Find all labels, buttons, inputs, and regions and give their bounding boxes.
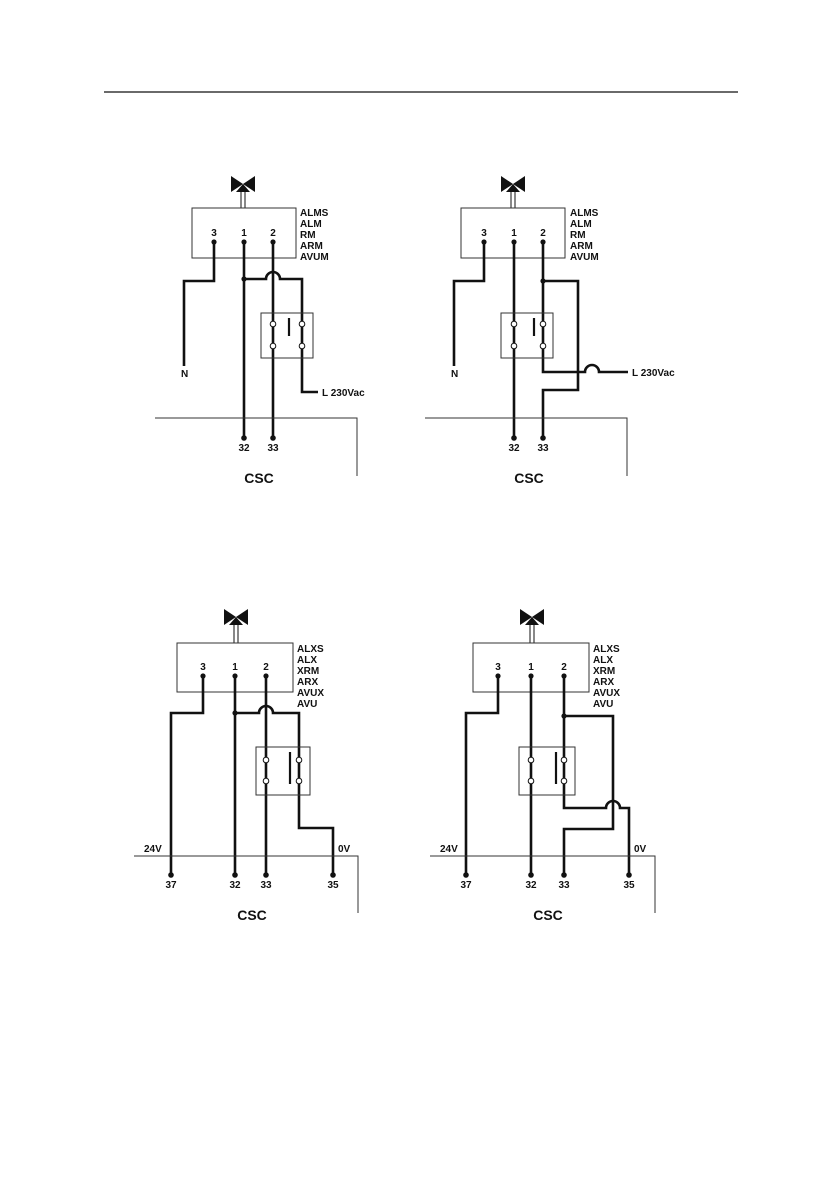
terminal-label: 3 xyxy=(200,662,206,673)
model-name: ARX xyxy=(297,677,318,688)
csc-terminal: 35 xyxy=(327,880,339,891)
terminal-label: 2 xyxy=(263,662,269,673)
diagram-3: 3 1 2 ALXS ALX XRM ARX AVUX AVU 24V 0V 3… xyxy=(134,609,358,923)
model-name: AVUX xyxy=(593,688,620,699)
relay-box xyxy=(501,313,553,358)
valve-icon xyxy=(231,176,255,208)
wire-csc-33 xyxy=(543,281,578,438)
valve-icon xyxy=(520,609,544,643)
diagram-2: 3 1 2 ALMS ALM RM ARM AVUM N L 230Vac 32… xyxy=(425,176,675,486)
model-name: AVUX xyxy=(297,688,324,699)
valve-icon xyxy=(501,176,525,208)
csc-terminal: 32 xyxy=(229,880,241,891)
csc-outline xyxy=(155,418,357,476)
wire-24v xyxy=(466,676,498,875)
csc-terminal: 35 xyxy=(623,880,635,891)
wire-jump xyxy=(244,272,318,392)
csc-terminal: 32 xyxy=(238,443,250,454)
csc-terminal: 37 xyxy=(165,880,177,891)
supply-label: 24V xyxy=(144,844,162,855)
model-name: RM xyxy=(570,230,586,241)
wire-neutral xyxy=(454,242,484,366)
csc-terminal: 32 xyxy=(508,443,520,454)
model-name: XRM xyxy=(297,666,319,677)
terminal-label: 3 xyxy=(481,228,487,239)
line-label: L 230Vac xyxy=(322,388,365,399)
csc-label: CSC xyxy=(244,470,274,486)
model-name: ARM xyxy=(570,241,593,252)
csc-label: CSC xyxy=(514,470,544,486)
model-name: ARM xyxy=(300,241,323,252)
line-label: L 230Vac xyxy=(632,368,675,379)
terminal-label: 2 xyxy=(540,228,546,239)
zero-label: 0V xyxy=(338,844,351,855)
model-name: ALX xyxy=(297,655,317,666)
zero-label: 0V xyxy=(634,844,647,855)
wire-0v xyxy=(235,706,333,875)
relay-box xyxy=(519,747,575,795)
csc-terminal: 33 xyxy=(267,443,279,454)
neutral-label: N xyxy=(181,369,188,380)
model-name: ARX xyxy=(593,677,614,688)
model-name: XRM xyxy=(593,666,615,677)
csc-terminal: 33 xyxy=(260,880,272,891)
csc-terminal: 32 xyxy=(525,880,537,891)
terminal-label: 1 xyxy=(232,662,238,673)
terminal-label: 3 xyxy=(211,228,217,239)
model-name: AVUM xyxy=(300,252,329,263)
valve-icon xyxy=(224,609,248,643)
csc-label: CSC xyxy=(237,907,267,923)
diagram-1: 3 1 2 ALMS ALM RM ARM AVUM N L 230Vac 32… xyxy=(155,176,365,486)
csc-terminal: 33 xyxy=(537,443,549,454)
relay-box xyxy=(261,313,313,358)
model-name: AVU xyxy=(297,699,317,710)
relay-box xyxy=(256,747,310,795)
diagram-4: 3 1 2 ALXS ALX XRM ARX AVUX AVU 24V 0V 3… xyxy=(430,609,655,923)
terminal-label: 1 xyxy=(528,662,534,673)
wire-neutral xyxy=(184,242,214,366)
model-name: AVUM xyxy=(570,252,599,263)
neutral-label: N xyxy=(451,369,458,380)
terminal-label: 2 xyxy=(270,228,276,239)
model-name: ALM xyxy=(570,219,592,230)
csc-outline xyxy=(425,418,627,476)
model-name: ALX xyxy=(593,655,613,666)
model-name: ALXS xyxy=(593,644,620,655)
csc-terminal: 37 xyxy=(460,880,472,891)
csc-terminal: 33 xyxy=(558,880,570,891)
terminal-label: 3 xyxy=(495,662,501,673)
model-name: AVU xyxy=(593,699,613,710)
terminal-label: 1 xyxy=(511,228,517,239)
model-name: ALXS xyxy=(297,644,324,655)
model-name: ALM xyxy=(300,219,322,230)
supply-label: 24V xyxy=(440,844,458,855)
model-name: RM xyxy=(300,230,316,241)
csc-label: CSC xyxy=(533,907,563,923)
wire-24v xyxy=(171,676,203,875)
terminal-label: 1 xyxy=(241,228,247,239)
model-name: ALMS xyxy=(570,208,599,219)
model-name: ALMS xyxy=(300,208,329,219)
terminal-label: 2 xyxy=(561,662,567,673)
